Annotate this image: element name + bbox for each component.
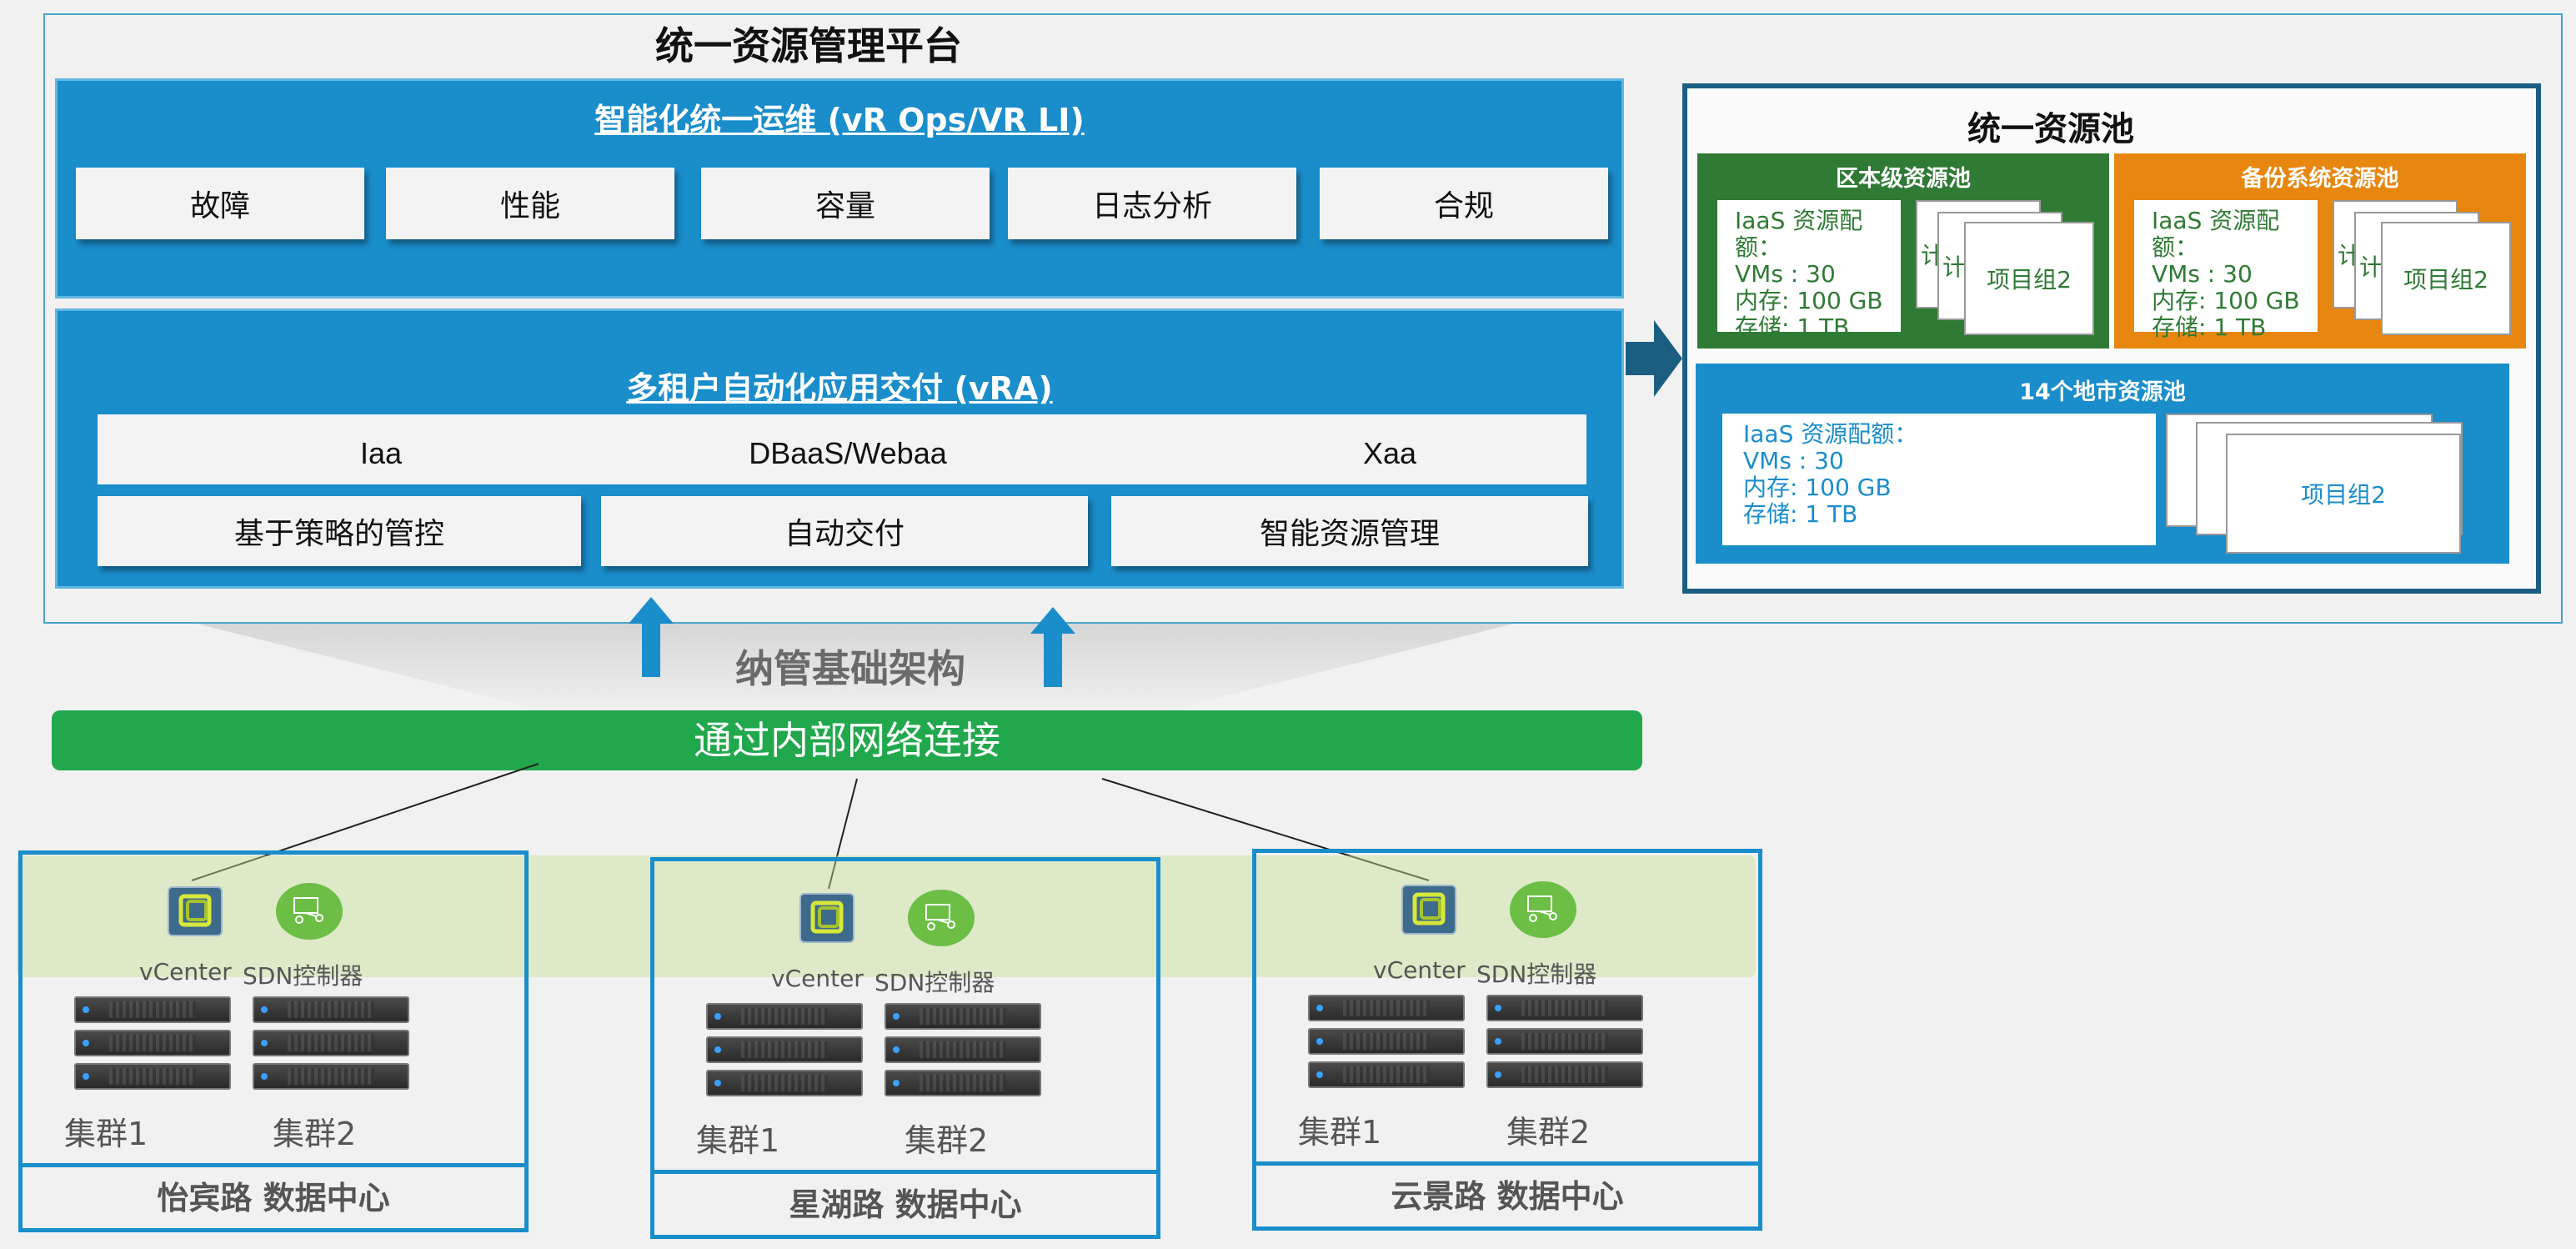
platform-title: 统一资源管理平台	[655, 23, 962, 68]
infra-fan-shape	[197, 624, 1514, 715]
cluster2-label: 集群2	[905, 1122, 989, 1159]
server-rack-icon	[1308, 995, 1465, 1021]
ops-item-log-analysis[interactable]: 日志分析	[1008, 168, 1296, 239]
server-rack-icon	[74, 1063, 231, 1090]
server-rack-icon	[253, 1063, 409, 1090]
service-dbaas-webaa[interactable]: DBaaS/Webaa	[749, 436, 947, 470]
cities-quota: IaaS 资源配额： VMs : 30 内存: 100 GB 存储: 1 TB	[1722, 414, 2156, 545]
quota-line: VMs : 30	[2152, 260, 2253, 288]
vcenter-icon[interactable]	[1401, 885, 1456, 935]
connector-lines	[191, 763, 1430, 890]
vra-title: 多租户自动化应用交付 (vRA)	[626, 370, 1053, 407]
service-xaa[interactable]: Xaa	[1362, 436, 1417, 470]
unified-management-platform	[43, 13, 2563, 624]
vcenter-label: vCenter	[1373, 956, 1466, 984]
cities-pool-title: 14个地市资源池	[2019, 379, 2186, 405]
vcenter-icon[interactable]	[168, 886, 223, 936]
quota-line: 存储: 1 TB	[1735, 314, 1850, 341]
server-rack-icon	[706, 1070, 863, 1096]
quota-line: 存储: 1 TB	[1743, 500, 1858, 528]
ops-item-capacity[interactable]: 容量	[701, 168, 990, 239]
sdn-controller-icon[interactable]	[276, 883, 343, 940]
server-rack-icon	[1308, 1061, 1465, 1088]
quota-line: 内存: 100 GB	[2152, 287, 2300, 314]
datacenter-name: 怡宾路 数据中心	[18, 1163, 529, 1228]
service-bar: Iaa DBaaS/Webaa Xaa	[98, 414, 1586, 484]
unified-ops-panel: 智能化统一运维 (vR Ops/VR LI) 故障 性能 容量 日志分析 合规	[55, 78, 1624, 298]
quota-line: IaaS 资源配额：	[2152, 207, 2280, 261]
backup-quota: IaaS 资源配额： VMs : 30 内存: 100 GB 存储: 1 TB	[2134, 200, 2318, 341]
datacenter-xinghu: vCenter SDN控制器 集群1 集群2 星湖路 数据中心	[650, 857, 1160, 1239]
server-rack-icon	[1486, 1028, 1643, 1055]
vcenter-label: vCenter	[771, 965, 864, 992]
function-smart-resource-mgmt[interactable]: 智能资源管理	[1111, 496, 1588, 566]
cluster1-label: 集群1	[1298, 1114, 1382, 1151]
project-card[interactable]: 项目组2	[2226, 434, 2461, 554]
datacenter-name: 星湖路 数据中心	[650, 1170, 1160, 1235]
quota-line: VMs : 30	[1743, 447, 1844, 474]
vcenter-icon[interactable]	[799, 893, 854, 943]
server-rack-icon	[1486, 995, 1643, 1021]
server-rack-icon	[706, 1036, 863, 1063]
ops-item-fault[interactable]: 故障	[76, 168, 364, 239]
district-pool-title: 区本级资源池	[1836, 166, 1971, 192]
vcenter-label: vCenter	[139, 958, 232, 986]
server-rack-icon	[1486, 1061, 1643, 1088]
server-rack-icon	[74, 1030, 231, 1056]
vra-panel: 多租户自动化应用交付 (vRA) Iaa DBaaS/Webaa Xaa 基于策…	[55, 308, 1624, 589]
ops-item-compliance[interactable]: 合规	[1320, 168, 1608, 239]
district-pool: 区本级资源池 IaaS 资源配额： VMs : 30 内存: 100 GB 存储…	[1697, 153, 2109, 349]
server-rack-icon	[706, 1003, 863, 1030]
server-rack-icon	[253, 1030, 409, 1056]
cluster2-label: 集群2	[1506, 1114, 1591, 1151]
cluster2-label: 集群2	[273, 1116, 357, 1152]
function-policy-control[interactable]: 基于策略的管控	[98, 496, 581, 566]
server-rack-icon	[885, 1036, 1041, 1063]
server-rack-icon	[253, 996, 409, 1023]
pool-title: 统一资源池	[1967, 110, 2134, 148]
sdn-label: SDN控制器	[875, 969, 995, 996]
sdn-controller-icon[interactable]	[1510, 881, 1576, 938]
service-iaa[interactable]: Iaa	[359, 436, 403, 470]
quota-line: 内存: 100 GB	[1743, 474, 1892, 501]
cluster1-label: 集群1	[64, 1116, 148, 1152]
ops-item-performance[interactable]: 性能	[386, 168, 674, 239]
project-card[interactable]: 项目组2	[2381, 222, 2511, 335]
ops-title: 智能化统一运维 (vR Ops/VR LI)	[594, 102, 1085, 138]
quota-line: 内存: 100 GB	[1735, 287, 1883, 314]
cluster1-label: 集群1	[696, 1122, 780, 1159]
quota-line: VMs : 30	[1735, 260, 1836, 288]
project-card[interactable]: 项目组2	[1964, 222, 2094, 335]
server-rack-icon	[74, 996, 231, 1023]
sdn-label: SDN控制器	[1476, 961, 1597, 988]
up-arrow-icon	[1030, 607, 1075, 687]
datacenter-yunjing: vCenter SDN控制器 集群1 集群2 云景路 数据中心	[1252, 849, 1762, 1231]
sdn-label: SDN控制器	[243, 962, 363, 990]
quota-line: IaaS 资源配额：	[1743, 420, 1918, 448]
sdn-controller-icon[interactable]	[908, 890, 975, 946]
infra-title: 纳管基础架构	[735, 646, 965, 691]
backup-pool-title: 备份系统资源池	[2241, 166, 2399, 192]
function-auto-delivery[interactable]: 自动交付	[601, 496, 1088, 566]
server-rack-icon	[885, 1003, 1041, 1030]
cities-pool: 14个地市资源池 IaaS 资源配额： VMs : 30 内存: 100 GB …	[1696, 364, 2509, 564]
quota-line: IaaS 资源配额：	[1735, 207, 1863, 261]
backup-pool: 备份系统资源池 IaaS 资源配额： VMs : 30 内存: 100 GB 存…	[2114, 153, 2526, 349]
up-arrow-icon	[629, 597, 674, 677]
datacenter-yibin: vCenter SDN控制器 集群1 集群2 怡宾路 数据中心	[18, 850, 529, 1232]
server-rack-icon	[1308, 1028, 1465, 1055]
quota-line: 存储: 1 TB	[2152, 314, 2267, 341]
district-quota: IaaS 资源配额： VMs : 30 内存: 100 GB 存储: 1 TB	[1717, 200, 1901, 341]
internal-network-bar: 通过内部网络连接	[52, 710, 1642, 770]
server-rack-icon	[885, 1070, 1041, 1096]
datacenter-name: 云景路 数据中心	[1252, 1161, 1762, 1226]
right-arrow-icon	[1626, 320, 1682, 397]
